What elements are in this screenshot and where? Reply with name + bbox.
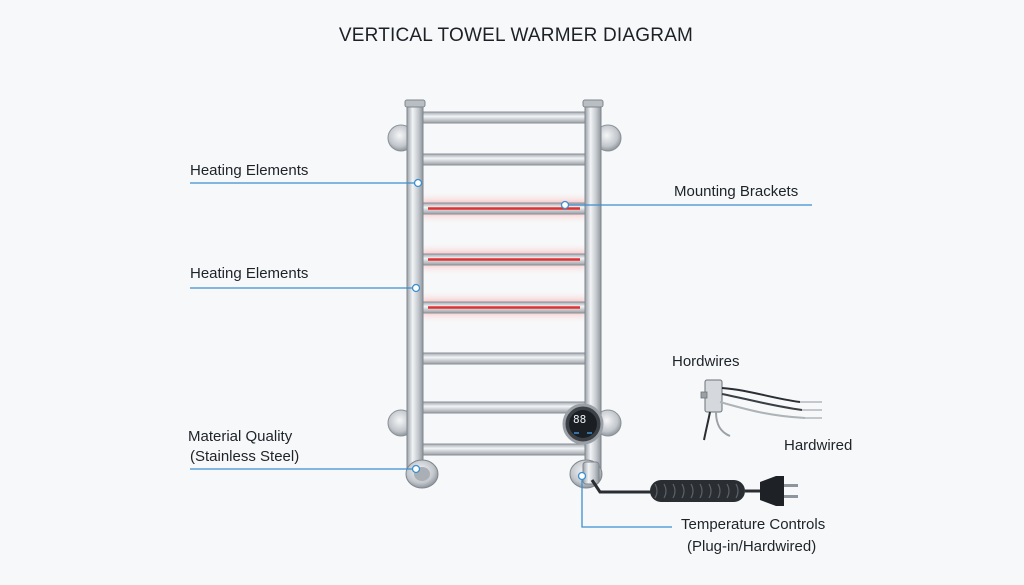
control-display-readout: 88	[573, 413, 587, 426]
label-heating-elements-2: Heating Elements	[190, 265, 309, 282]
power-plug	[760, 476, 798, 506]
label-material-quality-line2: (Stainless Steel)	[190, 448, 300, 465]
power-cord	[590, 479, 762, 502]
rails	[419, 111, 589, 456]
temperature-control-unit	[562, 403, 604, 445]
leader-lines	[190, 178, 812, 528]
diagram-title: VERTICAL TOWEL WARMER DIAGRAM	[338, 25, 694, 46]
label-temperature-controls-line1: Temperature Controls	[681, 516, 826, 533]
label-temperature-controls-line2: (Plug-in/Hardwired)	[687, 538, 817, 555]
foot-left	[405, 459, 439, 489]
heated-rails	[419, 201, 589, 314]
label-hordwires: Hordwires	[672, 353, 740, 370]
hordwires-junction	[700, 379, 822, 441]
label-hardwired: Hardwired	[784, 437, 853, 454]
leader-temperature-controls	[581, 476, 672, 528]
foot-right	[569, 459, 603, 489]
label-mounting-brackets: Mounting Brackets	[674, 183, 799, 200]
label-heating-elements-1: Heating Elements	[190, 162, 309, 179]
label-material-quality-line1: Material Quality	[188, 428, 293, 445]
